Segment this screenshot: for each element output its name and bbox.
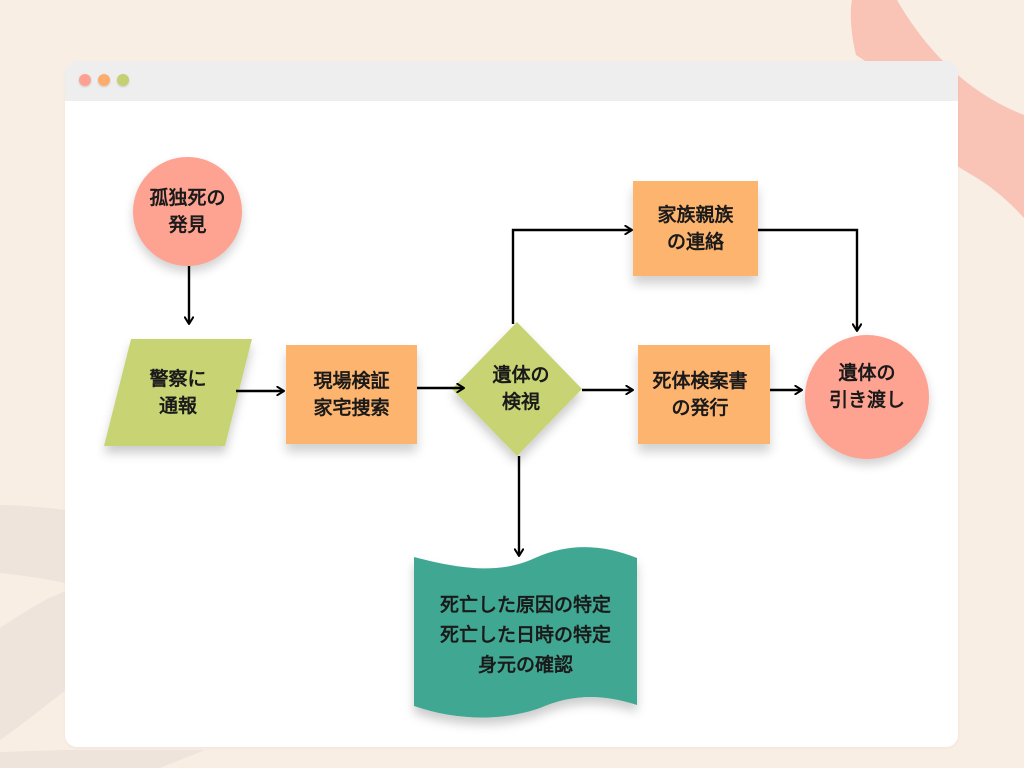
examination-shape[interactable]: [452, 322, 582, 456]
identification-shape[interactable]: [414, 547, 637, 718]
examination-label: 遺体の 検視: [492, 364, 550, 413]
family-node[interactable]: 家族親族 の連絡: [633, 181, 758, 276]
certificate-label: 死体検案書 の発行: [652, 369, 748, 419]
minimize-dot-icon[interactable]: [98, 74, 110, 86]
handover-node[interactable]: 遺体の 引き渡し: [805, 335, 929, 459]
maximize-dot-icon[interactable]: [117, 74, 129, 86]
close-dot-icon[interactable]: [79, 74, 91, 86]
edge-family-handover: [758, 228, 857, 331]
identification-line-2: 死亡した日時の特定: [439, 624, 611, 646]
report-shape[interactable]: [104, 339, 252, 446]
report-label: 警察に 通報: [149, 367, 207, 417]
beige-wave-3: [0, 750, 205, 768]
start-node[interactable]: 孤独死の 発見: [133, 157, 242, 266]
identification-line-3: 身元の確認: [477, 654, 573, 676]
family-label: 家族親族 の連絡: [657, 203, 734, 253]
inspection-label: 現場検証 家宅捜索: [313, 369, 390, 419]
window-titlebar: [65, 61, 958, 101]
identification-line-1: 死亡した原因の特定: [439, 594, 611, 616]
handover-label: 遺体の 引き渡し: [828, 362, 905, 411]
start-label: 孤独死の 発見: [149, 186, 226, 236]
edge-examination-family: [511, 230, 632, 324]
beige-wave-1: [0, 505, 66, 583]
beige-wave-2: [0, 591, 66, 740]
inspection-node[interactable]: 現場検証 家宅捜索: [286, 345, 417, 444]
identification-node[interactable]: 死亡した原因の特定 死亡した日時の特定 身元の確認: [414, 580, 637, 690]
examination-node[interactable]: 遺体の 検視: [462, 342, 572, 436]
report-node[interactable]: 警察に 通報: [120, 339, 236, 446]
certificate-node[interactable]: 死体検案書 の発行: [638, 345, 770, 444]
